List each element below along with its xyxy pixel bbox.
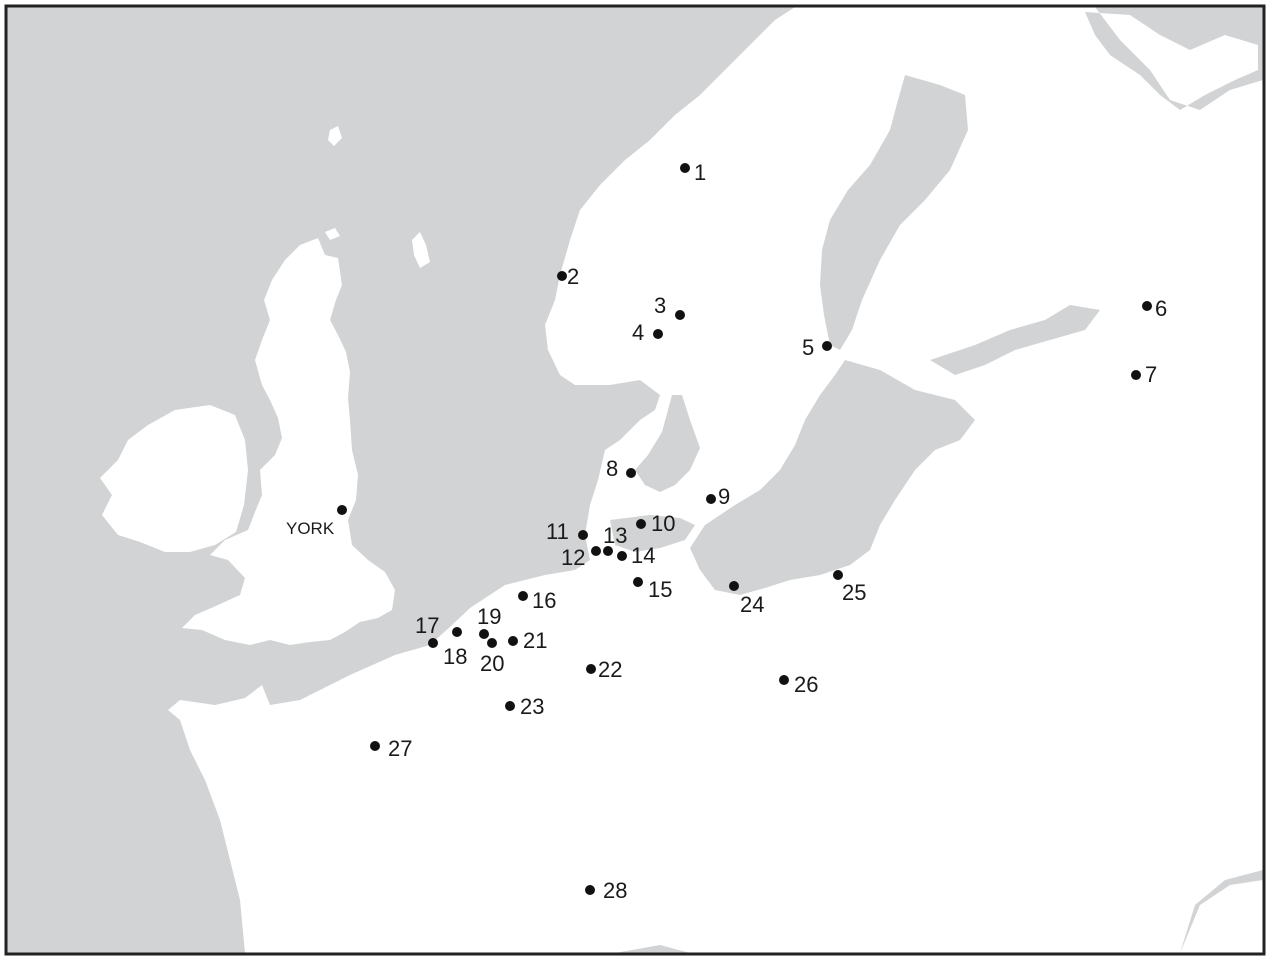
site-label: 10	[651, 511, 675, 536]
site-dot	[452, 627, 462, 637]
site-marker[interactable]: 24	[729, 581, 764, 617]
site-label: 15	[648, 577, 672, 602]
site-marker[interactable]: 26	[779, 672, 818, 697]
site-label: 4	[632, 320, 644, 345]
site-marker[interactable]: 7	[1131, 362, 1157, 387]
site-dot	[779, 675, 789, 685]
site-dot	[653, 329, 663, 339]
site-label: 2	[567, 264, 579, 289]
city-marker-york[interactable]: YORK	[286, 505, 347, 538]
site-dot	[370, 741, 380, 751]
site-marker[interactable]: 15	[633, 577, 672, 602]
site-dot	[680, 163, 690, 173]
site-dot	[706, 494, 716, 504]
site-label: 21	[523, 628, 547, 653]
site-dot	[833, 570, 843, 580]
site-label: 16	[532, 588, 556, 613]
site-marker[interactable]: 1	[680, 160, 706, 185]
site-dot	[557, 271, 567, 281]
site-dot	[729, 581, 739, 591]
site-marker[interactable]: 22	[586, 657, 622, 682]
site-label: 14	[631, 543, 655, 568]
site-marker[interactable]: 9	[706, 484, 730, 509]
site-label: 1	[694, 160, 706, 185]
great-britain-island	[182, 238, 395, 645]
site-label: 20	[480, 651, 504, 676]
site-dot	[636, 519, 646, 529]
city-label: YORK	[286, 519, 335, 538]
site-dot	[1131, 370, 1141, 380]
site-label: 27	[388, 736, 412, 761]
site-label: 19	[477, 604, 501, 629]
site-label: 24	[740, 592, 764, 617]
site-dot	[675, 310, 685, 320]
site-dot	[617, 551, 627, 561]
site-marker[interactable]: 6	[1142, 296, 1167, 321]
map-border	[4, 4, 1266, 956]
site-marker[interactable]: 4	[632, 320, 663, 345]
site-marker[interactable]: 27	[370, 736, 412, 761]
site-marker[interactable]: 17	[415, 613, 462, 638]
site-marker[interactable]: 13	[603, 523, 627, 556]
continental-europe-landmass	[168, 7, 1263, 953]
site-label: 7	[1145, 362, 1157, 387]
site-dot	[1142, 301, 1152, 311]
site-marker[interactable]: 28	[585, 878, 627, 903]
site-marker[interactable]: 16	[518, 588, 556, 613]
site-label: 11	[546, 519, 569, 544]
site-label: 26	[794, 672, 818, 697]
site-dot	[633, 577, 643, 587]
site-marker[interactable]: 23	[505, 694, 544, 719]
site-label: 8	[606, 456, 618, 481]
site-label: 6	[1155, 296, 1167, 321]
site-dot	[603, 546, 613, 556]
site-label: 17	[415, 613, 439, 638]
site-label: 22	[598, 657, 622, 682]
site-marker[interactable]: 10	[636, 511, 675, 536]
site-marker[interactable]: 12	[561, 545, 601, 570]
site-marker[interactable]: 19	[477, 604, 501, 639]
site-dot	[428, 638, 438, 648]
site-marker[interactable]: 25	[833, 570, 866, 605]
site-label: 13	[603, 523, 627, 548]
site-label: 28	[603, 878, 627, 903]
site-label: 18	[443, 644, 467, 669]
site-marker[interactable]: 21	[508, 628, 547, 653]
site-dot	[626, 468, 636, 478]
site-label: 25	[842, 580, 866, 605]
site-label: 23	[520, 694, 544, 719]
site-dot	[505, 701, 515, 711]
site-label: 3	[654, 293, 666, 318]
site-marker[interactable]: 18	[428, 638, 467, 669]
site-label: 5	[802, 335, 814, 360]
site-dot	[508, 636, 518, 646]
site-label: 9	[718, 484, 730, 509]
city-dot	[337, 505, 347, 515]
site-marker[interactable]: 2	[557, 264, 579, 289]
orkney-isles	[325, 228, 340, 240]
site-dot	[586, 664, 596, 674]
site-marker[interactable]: 8	[606, 456, 636, 481]
site-dot	[578, 530, 588, 540]
site-dot	[585, 885, 595, 895]
site-dot	[518, 591, 528, 601]
site-label: 12	[561, 545, 585, 570]
site-marker[interactable]: 14	[617, 543, 655, 568]
site-dot	[591, 546, 601, 556]
site-marker[interactable]: 11	[546, 519, 588, 544]
site-dot	[487, 638, 497, 648]
site-marker[interactable]: 5	[802, 335, 832, 360]
ireland-island	[100, 405, 248, 552]
site-dot	[822, 341, 832, 351]
site-marker[interactable]: 3	[654, 293, 685, 320]
site-marker[interactable]: 20	[480, 638, 504, 676]
shetland-isles	[412, 232, 430, 268]
site-dot	[479, 629, 489, 639]
faroe-isles	[328, 126, 342, 146]
